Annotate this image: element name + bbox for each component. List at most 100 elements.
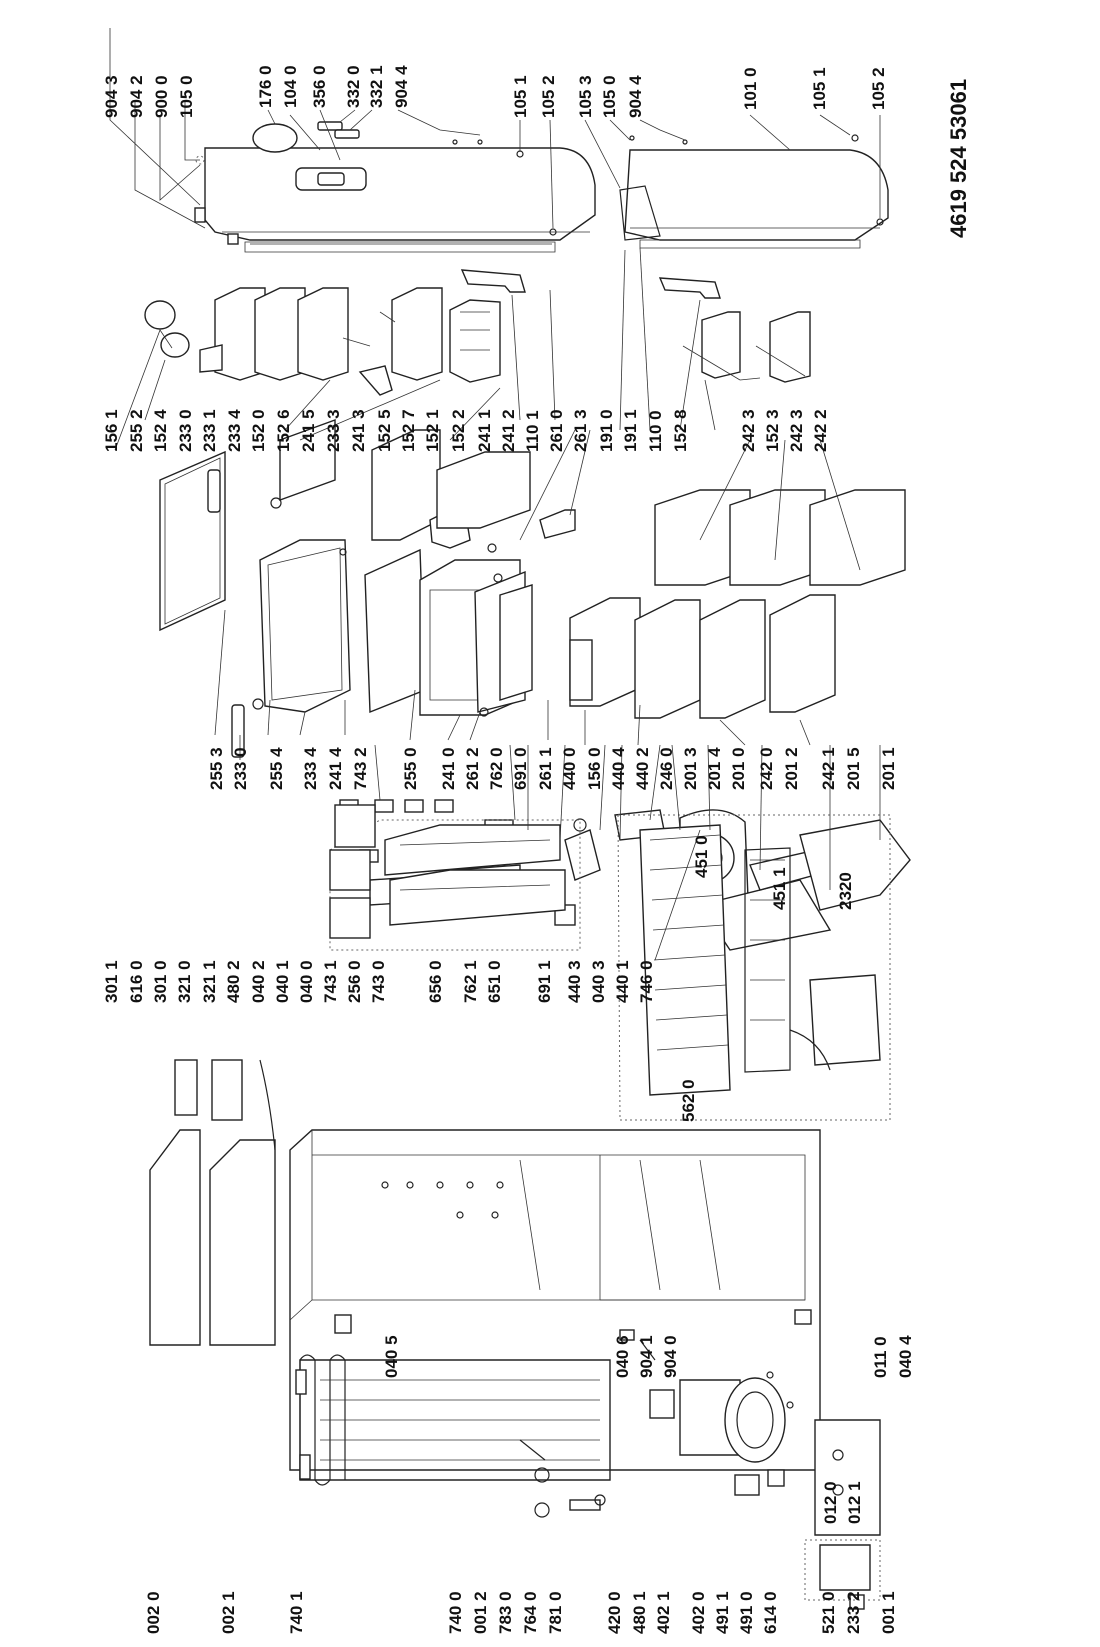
part-label: 904 3 — [102, 75, 121, 118]
part-label: 261 1 — [536, 747, 555, 790]
part-label: 321 1 — [200, 960, 219, 1003]
part-label: 242 0 — [757, 747, 776, 790]
part-label: 2320 — [836, 872, 855, 910]
part-label: 420 0 — [605, 1591, 624, 1634]
door-balconies — [144, 269, 811, 396]
part-label: 040 2 — [249, 960, 268, 1003]
part-label: 201 3 — [681, 747, 700, 790]
part-label: 012 1 — [845, 1481, 864, 1524]
part-label: 321 0 — [175, 960, 194, 1003]
part-label: 105 0 — [177, 75, 196, 118]
part-label: 105 1 — [511, 75, 530, 118]
part-label: 783 0 — [496, 1591, 515, 1634]
part-label: 001 2 — [471, 1591, 490, 1634]
leader-lines — [109, 28, 881, 961]
relay-group-outline — [804, 1539, 881, 1601]
part-label: 332 0 — [344, 65, 363, 108]
part-label: 233 4 — [225, 409, 244, 452]
part-label: 242 2 — [811, 409, 830, 452]
part-label: 762 0 — [487, 747, 506, 790]
part-label: 233 1 — [200, 409, 219, 452]
part-label: 440 2 — [633, 747, 652, 790]
part-label: 201 4 — [705, 747, 724, 790]
part-label: 740 1 — [287, 1591, 306, 1634]
part-label: 904 0 — [661, 1335, 680, 1378]
part-label: 904 4 — [392, 65, 411, 108]
part-label: 562 0 — [679, 1079, 698, 1122]
part-label: 201 5 — [844, 747, 863, 790]
part-label: 152 2 — [449, 409, 468, 452]
part-label: 152 7 — [399, 409, 418, 452]
part-label: 261 3 — [571, 409, 590, 452]
part-label: 246 0 — [657, 747, 676, 790]
fridge-door — [619, 134, 889, 249]
part-label: 176 0 — [256, 65, 275, 108]
part-label: 740 0 — [446, 1591, 465, 1634]
part-label: 301 1 — [102, 960, 121, 1003]
part-label: 521 0 — [819, 1591, 838, 1634]
part-label: 743 2 — [351, 747, 370, 790]
part-label: 480 1 — [630, 1591, 649, 1634]
part-label: 614 0 — [761, 1591, 780, 1634]
part-label: 105 1 — [810, 67, 829, 110]
part-label: 764 0 — [521, 1591, 540, 1634]
part-label: 201 0 — [729, 747, 748, 790]
part-label: 691 1 — [535, 960, 554, 1003]
condenser-coil — [295, 1354, 611, 1486]
part-label: 904 1 — [637, 1335, 656, 1378]
part-label: 746 0 — [637, 960, 656, 1003]
air-ducts — [329, 804, 566, 939]
part-label: 040 6 — [613, 1335, 632, 1378]
part-label: 152 0 — [249, 409, 268, 452]
part-label: 261 0 — [547, 409, 566, 452]
part-label: 743 0 — [369, 960, 388, 1003]
part-label: 040 0 — [297, 960, 316, 1003]
part-label: 233 2 — [844, 1591, 863, 1634]
part-label: 002 0 — [144, 1591, 163, 1634]
part-label: 152 3 — [763, 409, 782, 452]
part-label: 101 0 — [741, 67, 760, 110]
part-label: 233 0 — [231, 747, 250, 790]
part-label: 440 3 — [565, 960, 584, 1003]
part-label: 332 1 — [367, 65, 386, 108]
part-label: 691 0 — [511, 747, 530, 790]
part-label: 440 4 — [609, 747, 628, 790]
part-label: 241 5 — [299, 409, 318, 452]
part-label: 040 1 — [273, 960, 292, 1003]
evaporator-group-outline — [617, 814, 891, 1121]
part-label: 656 0 — [426, 960, 445, 1003]
part-label: 904 2 — [127, 75, 146, 118]
part-label: 255 4 — [267, 747, 286, 790]
part-label: 440 0 — [560, 747, 579, 790]
part-label: 105 3 — [576, 75, 595, 118]
part-label: 040 5 — [382, 1335, 401, 1378]
part-label: 781 0 — [546, 1591, 565, 1634]
part-label: 241 1 — [475, 409, 494, 452]
freezer-door — [195, 139, 596, 253]
part-label: 233 0 — [176, 409, 195, 452]
part-label: 152 8 — [671, 409, 690, 452]
part-label: 261 2 — [463, 747, 482, 790]
part-label: 156 1 — [102, 409, 121, 452]
part-label: 904 4 — [626, 75, 645, 118]
part-label: 356 0 — [310, 65, 329, 108]
part-label: 242 3 — [787, 409, 806, 452]
part-label: 762 1 — [461, 960, 480, 1003]
part-label: 242 1 — [819, 747, 838, 790]
part-label: 201 2 — [782, 747, 801, 790]
part-label: 255 2 — [127, 409, 146, 452]
part-label: 491 1 — [713, 1591, 732, 1634]
part-label: 011 0 — [871, 1336, 890, 1378]
part-label: 491 0 — [737, 1591, 756, 1634]
part-label: 241 0 — [439, 747, 458, 790]
part-label: 241 4 — [326, 747, 345, 790]
part-label: 440 1 — [613, 960, 632, 1003]
part-label: 255 3 — [207, 747, 226, 790]
part-label: 001 1 — [879, 1591, 898, 1634]
compressor-area — [519, 1371, 881, 1610]
part-label: 242 3 — [739, 409, 758, 452]
part-label: 105 0 — [600, 75, 619, 118]
part-label: 152 5 — [375, 409, 394, 452]
part-label: 451 1 — [770, 867, 789, 910]
